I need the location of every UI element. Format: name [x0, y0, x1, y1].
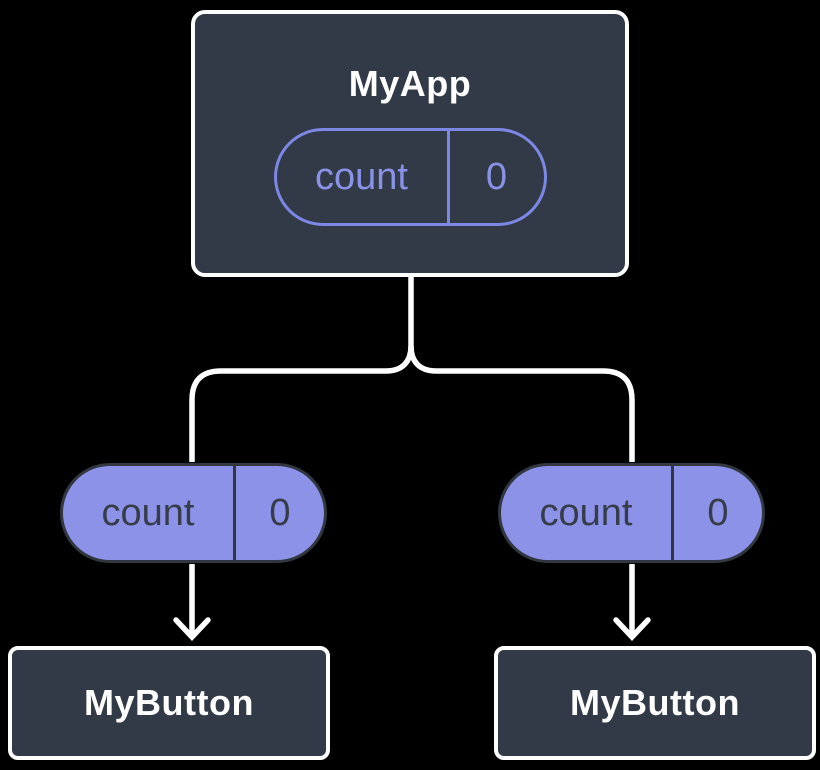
state-pill-label: count: [315, 156, 408, 198]
prop-pill-right: count 0: [498, 463, 765, 563]
prop-pill-divider: [233, 466, 236, 560]
root-branch-right: [408, 345, 635, 462]
child-component-title: MyButton: [570, 682, 740, 723]
root-state-pill: count 0: [273, 128, 547, 226]
prop-arrow-left-head-icon: [173, 617, 211, 642]
prop-pill-value: 0: [707, 492, 729, 534]
prop-pill-divider: [671, 466, 674, 560]
prop-arrow-right-head-icon: [613, 617, 651, 642]
prop-pill-value: 0: [269, 492, 291, 534]
child-component-title: MyButton: [84, 682, 254, 723]
root-component-node: MyApp count 0: [191, 10, 629, 277]
child-component-node-left: MyButton: [8, 646, 330, 760]
state-pill-divider: [446, 131, 450, 223]
prop-pill-left: count 0: [60, 463, 327, 563]
root-component-title: MyApp: [348, 63, 472, 104]
state-pill-value: 0: [485, 156, 508, 198]
prop-pill-label: count: [539, 492, 633, 534]
root-branch-left: [189, 277, 414, 462]
child-component-node-right: MyButton: [494, 646, 816, 760]
prop-pill-label: count: [101, 492, 195, 534]
